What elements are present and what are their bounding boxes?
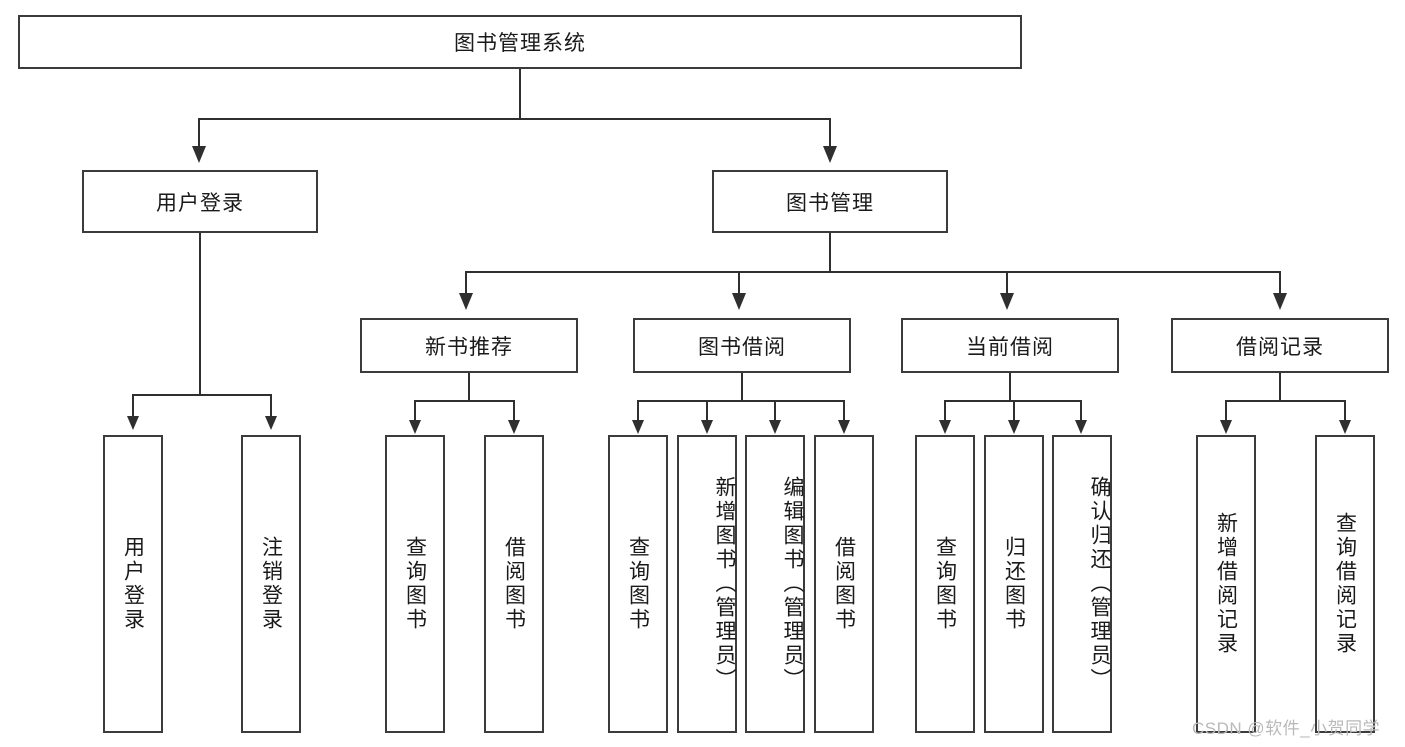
leaf-new-book-query-book[interactable]: 查询图书	[385, 435, 445, 733]
node-root-book-management-system[interactable]: 图书管理系统	[18, 15, 1022, 69]
node-book-management[interactable]: 图书管理	[712, 170, 948, 233]
node-book-borrow[interactable]: 图书借阅	[633, 318, 851, 373]
leaf-user-login-logout[interactable]: 注销登录	[241, 435, 301, 733]
connector-current-borrow-to-leaf-2	[1013, 400, 1015, 420]
arrowhead-bm-to-new-book	[459, 293, 473, 310]
connector-new-book-to-leaf-1	[414, 400, 416, 420]
arrowhead-root-to-book-management	[823, 146, 837, 163]
arrowhead-bm-to-borrow-record	[1273, 293, 1287, 310]
connector-book-borrow-to-leaf-4	[843, 400, 845, 420]
connector-bm-to-new-book	[465, 271, 467, 293]
leaf-borrow-record-query-record[interactable]: 查询借阅记录	[1315, 435, 1375, 733]
arrowhead-bm-to-book-borrow	[732, 293, 746, 310]
arrowhead-user-login-to-leaf-1	[127, 416, 139, 430]
connector-book-borrow-bus	[637, 400, 844, 402]
leaf-book-borrow-query-book[interactable]: 查询图书	[608, 435, 668, 733]
connector-user-login-stem	[199, 233, 201, 395]
connector-borrow-record-to-leaf-2	[1344, 400, 1346, 420]
arrowhead-root-to-user-login	[192, 146, 206, 163]
connector-new-book-to-leaf-2	[513, 400, 515, 420]
csdn-watermark: CSDN @软件_小贺同学	[1192, 719, 1381, 738]
connector-book-borrow-stem	[741, 373, 743, 401]
connector-new-book-bus	[414, 400, 514, 402]
leaf-current-borrow-query-book[interactable]: 查询图书	[915, 435, 975, 733]
connector-level2-bus	[198, 118, 831, 120]
arrowhead-book-borrow-to-leaf-4	[838, 420, 850, 434]
arrowhead-new-book-to-leaf-2	[508, 420, 520, 434]
arrowhead-current-borrow-to-leaf-1	[939, 420, 951, 434]
connector-borrow-record-stem	[1279, 373, 1281, 401]
connector-root-to-book-management	[829, 118, 831, 146]
arrowhead-current-borrow-to-leaf-3	[1075, 420, 1087, 434]
node-user-login[interactable]: 用户登录	[82, 170, 318, 233]
arrowhead-book-borrow-to-leaf-2	[701, 420, 713, 434]
arrowhead-book-borrow-to-leaf-1	[632, 420, 644, 434]
leaf-current-borrow-confirm-return-admin[interactable]: 确认归还（管理员）	[1052, 435, 1112, 733]
leaf-new-book-borrow-book[interactable]: 借阅图书	[484, 435, 544, 733]
connector-borrow-record-to-leaf-1	[1225, 400, 1227, 420]
connector-book-management-stem	[829, 233, 831, 272]
connector-new-book-stem	[468, 373, 470, 401]
leaf-borrow-record-add-record[interactable]: 新增借阅记录	[1196, 435, 1256, 733]
connector-book-borrow-to-leaf-1	[637, 400, 639, 420]
connector-borrow-record-bus	[1225, 400, 1345, 402]
arrowhead-book-borrow-to-leaf-3	[769, 420, 781, 434]
leaf-current-borrow-return-book[interactable]: 归还图书	[984, 435, 1044, 733]
leaf-user-login-login[interactable]: 用户登录	[103, 435, 163, 733]
connector-user-login-to-leaf-2	[270, 394, 272, 416]
arrowhead-bm-to-current-borrow	[1000, 293, 1014, 310]
leaf-book-borrow-borrow-book[interactable]: 借阅图书	[814, 435, 874, 733]
connector-current-borrow-to-leaf-1	[944, 400, 946, 420]
arrowhead-borrow-record-to-leaf-2	[1339, 420, 1351, 434]
connector-user-login-bus	[132, 394, 270, 396]
leaf-book-borrow-edit-book-admin[interactable]: 编辑图书（管理员）	[745, 435, 805, 733]
connector-book-borrow-to-leaf-3	[774, 400, 776, 420]
connector-bm-to-current-borrow	[1006, 271, 1008, 293]
leaf-book-borrow-add-book-admin[interactable]: 新增图书（管理员）	[677, 435, 737, 733]
arrowhead-new-book-to-leaf-1	[409, 420, 421, 434]
node-new-book-recommend[interactable]: 新书推荐	[360, 318, 578, 373]
connector-bm-to-book-borrow	[738, 271, 740, 293]
arrowhead-user-login-to-leaf-2	[265, 416, 277, 430]
connector-level3-bus	[465, 271, 1281, 273]
connector-current-borrow-stem	[1009, 373, 1011, 401]
connector-current-borrow-bus	[944, 400, 1081, 402]
connector-root-to-user-login	[198, 118, 200, 146]
connector-user-login-to-leaf-1	[132, 394, 134, 416]
node-current-borrow[interactable]: 当前借阅	[901, 318, 1119, 373]
arrowhead-current-borrow-to-leaf-2	[1008, 420, 1020, 434]
connector-bm-to-borrow-record	[1279, 271, 1281, 293]
node-borrow-record[interactable]: 借阅记录	[1171, 318, 1389, 373]
arrowhead-borrow-record-to-leaf-1	[1220, 420, 1232, 434]
connector-book-borrow-to-leaf-2	[706, 400, 708, 420]
connector-current-borrow-to-leaf-3	[1080, 400, 1082, 420]
connector-root-stem	[519, 69, 521, 119]
